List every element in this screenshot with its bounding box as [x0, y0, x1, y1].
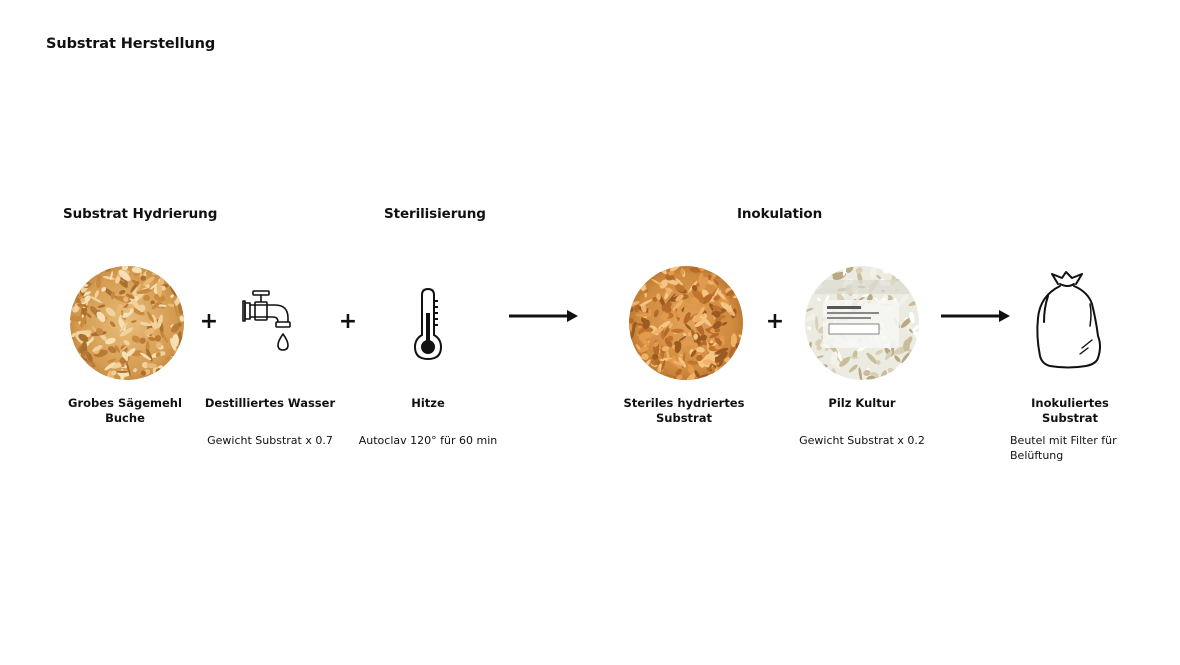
- label-line: Destilliertes Wasser: [204, 396, 336, 410]
- water-tap-icon: [240, 288, 300, 358]
- label-heat: Hitze: [348, 396, 508, 411]
- note-heat: Autoclav 120° für 60 min: [358, 434, 498, 447]
- label-water: Destilliertes Wasser: [190, 396, 350, 411]
- bag-icon: [1030, 270, 1106, 374]
- thermometer-icon: [412, 287, 444, 361]
- note-line: Belüftung: [1010, 449, 1064, 462]
- label-line: Substrat: [1042, 411, 1098, 425]
- label-sterile-substrate: Steriles hydriertes Substrat: [604, 396, 764, 426]
- plus-sign-2: +: [338, 309, 358, 334]
- note-culture: Gewicht Substrat x 0.2: [799, 434, 925, 447]
- label-line: Pilz Kultur: [828, 396, 896, 410]
- label-inoculated-substrate: Inokuliertes Substrat: [990, 396, 1150, 426]
- label-line: Substrat: [656, 411, 712, 425]
- label-line: Buche: [105, 411, 145, 425]
- bag-label-print: [827, 306, 861, 309]
- label-line: Grobes Sägemehl: [68, 396, 182, 410]
- section-heading-sterilization: Sterilisierung: [384, 206, 486, 222]
- arrow-right-2: [941, 309, 1011, 323]
- section-heading-hydration: Substrat Hydrierung: [63, 206, 218, 222]
- sawdust-photo: [70, 266, 184, 380]
- section-heading-inoculation: Inokulation: [737, 206, 823, 222]
- plus-sign-3: +: [765, 309, 785, 334]
- page-title: Substrat Herstellung: [46, 36, 216, 52]
- plus-sign-1: +: [199, 309, 219, 334]
- sterile-substrate-chips: [629, 266, 743, 380]
- label-line: Hitze: [411, 396, 445, 410]
- label-culture: Pilz Kultur: [782, 396, 942, 411]
- note-line: Beutel mit Filter für: [1010, 434, 1117, 447]
- label-line: Inokuliertes: [1031, 396, 1109, 410]
- mushroom-culture-photo: [805, 266, 919, 380]
- note-water: Gewicht Substrat x 0.7: [207, 434, 333, 447]
- label-line: Steriles hydriertes: [623, 396, 745, 410]
- arrow-right-1: [509, 309, 579, 323]
- note-bag: Beutel mit Filter für Belüftung: [1010, 433, 1150, 463]
- label-sawdust: Grobes Sägemehl Buche: [45, 396, 205, 426]
- sterile-substrate-photo: [629, 266, 743, 380]
